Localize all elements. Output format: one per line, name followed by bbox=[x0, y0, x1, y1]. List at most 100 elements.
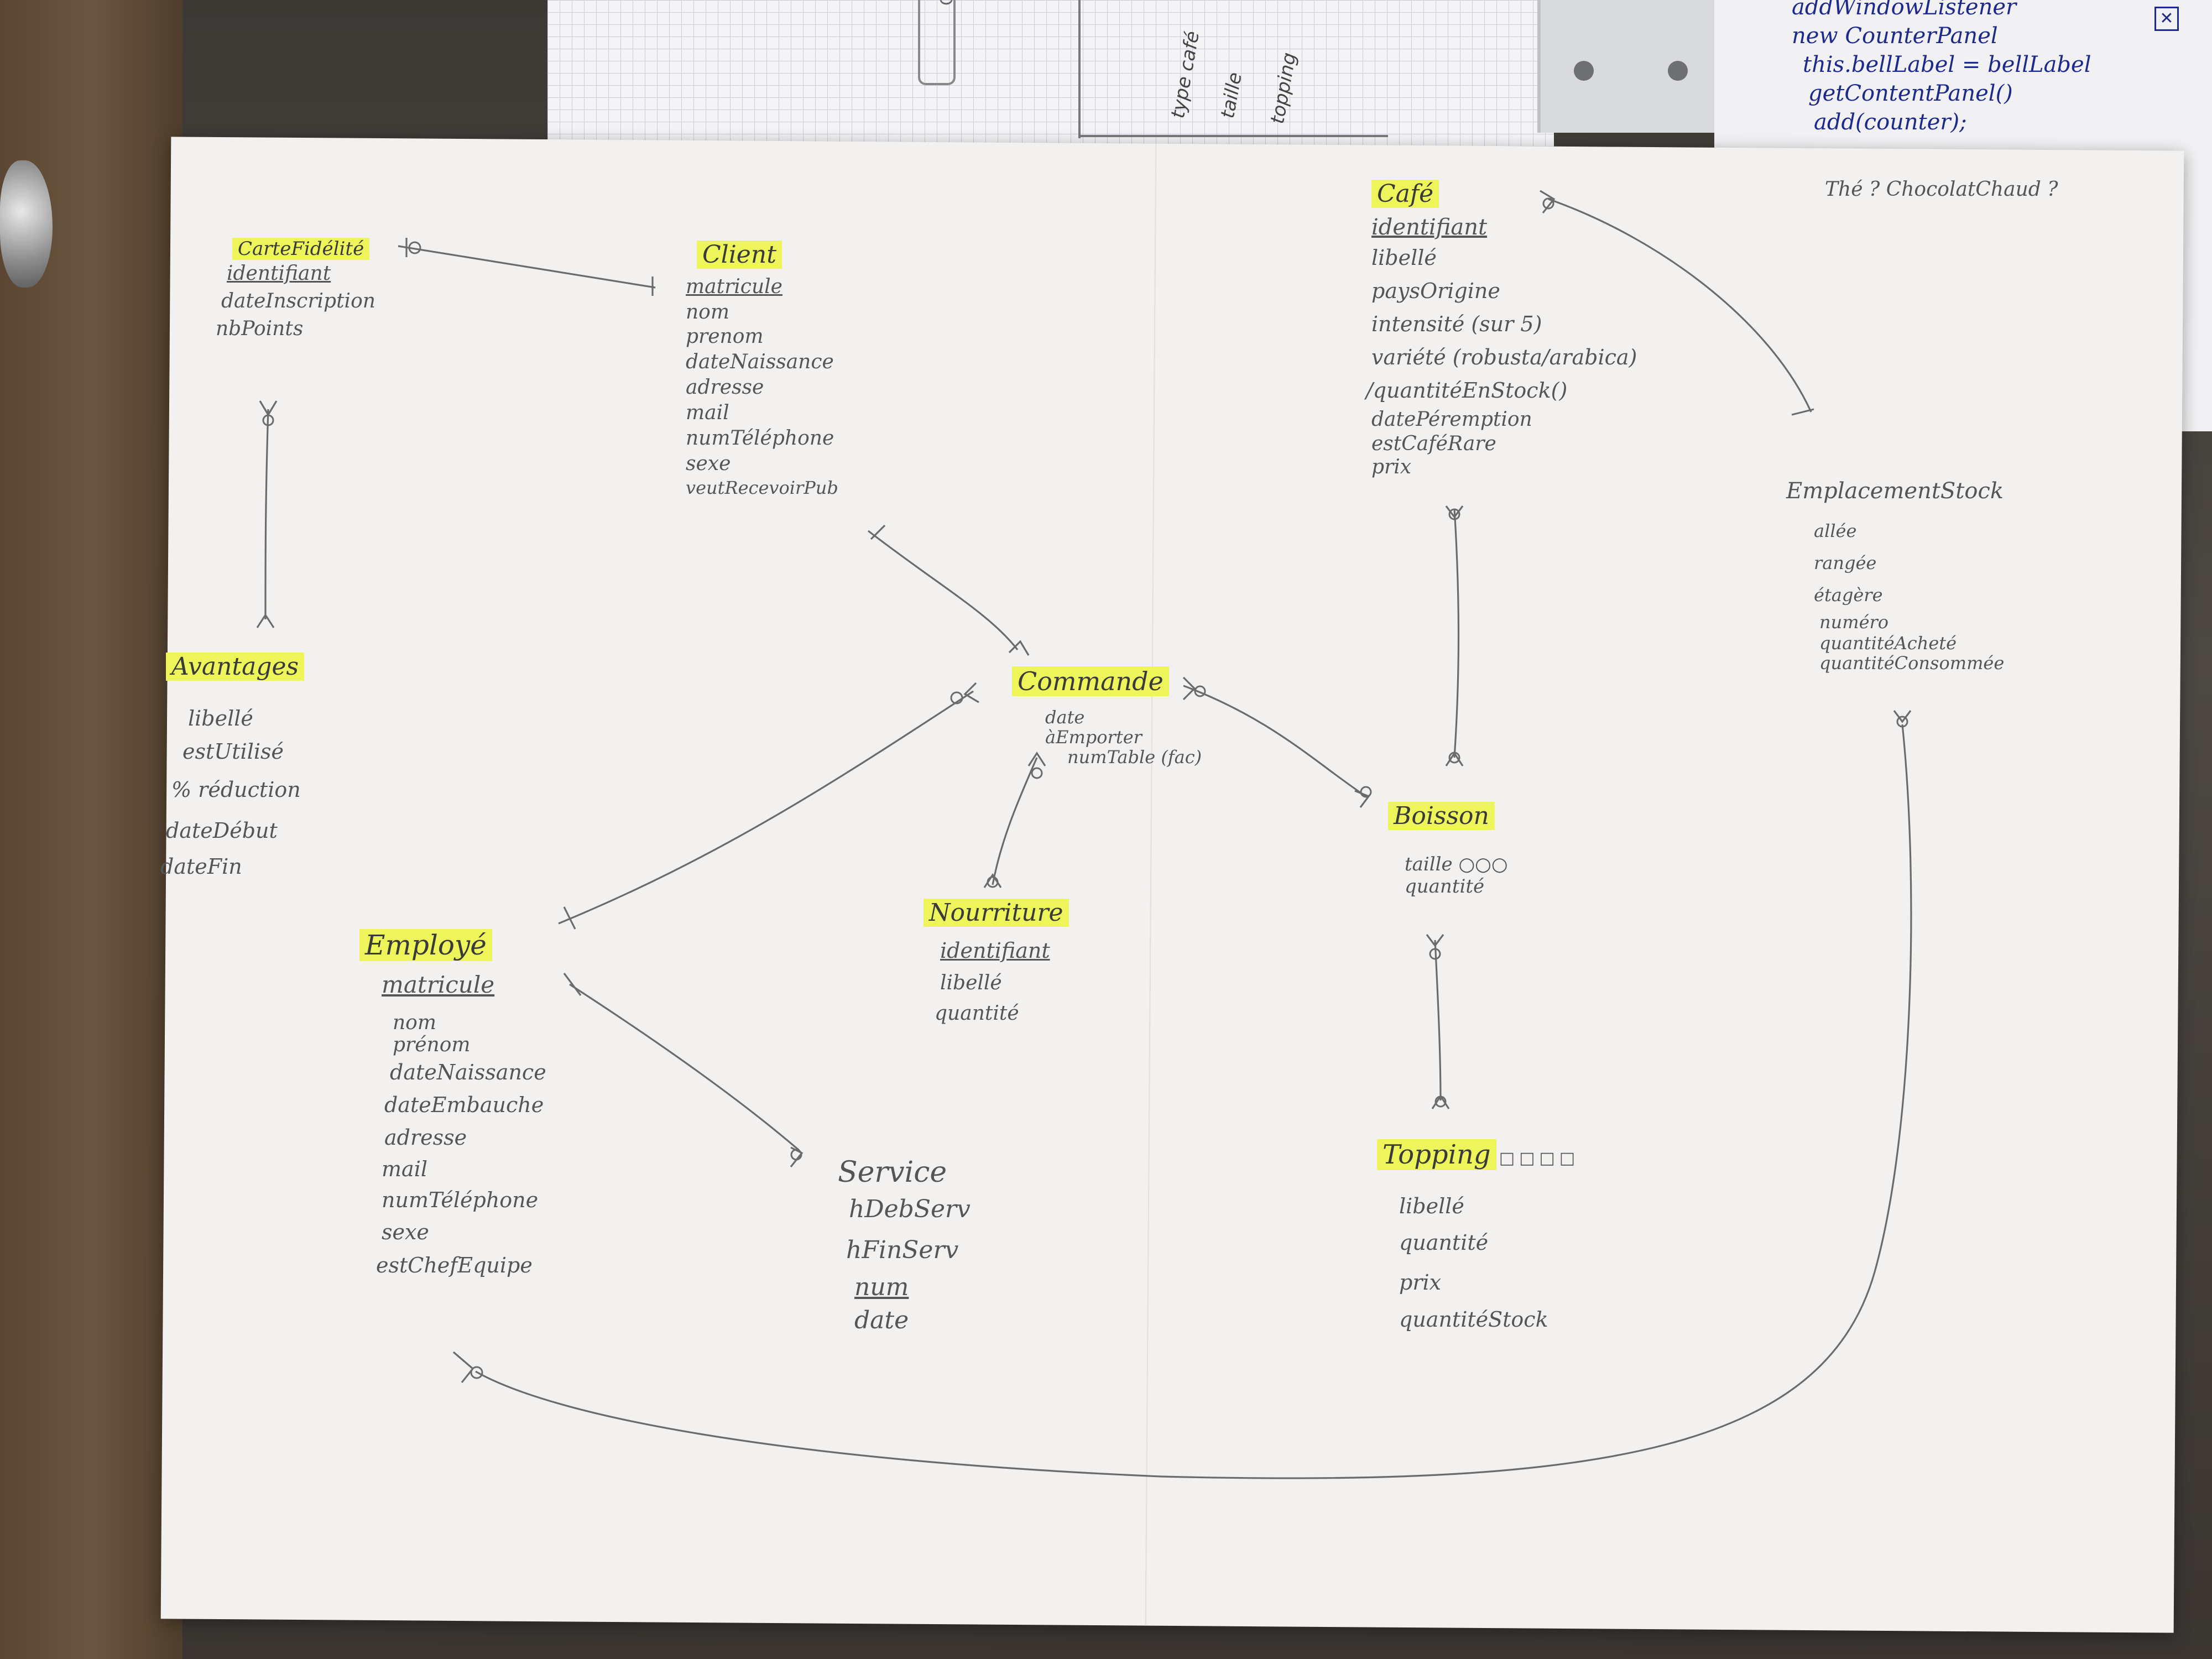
link-cafe-boisson bbox=[1453, 508, 1460, 758]
entity-title: Café bbox=[1371, 180, 1439, 208]
entity-attribute: rangée bbox=[1814, 552, 1877, 573]
entity-attribute: dateDébut bbox=[166, 818, 278, 843]
entity-attribute: quantitéAcheté bbox=[1819, 633, 1957, 654]
link-commande-boisson bbox=[1183, 685, 1366, 797]
grid-paper-sheet: ORD bbox=[547, 0, 1554, 149]
entity-attribute: datePéremption bbox=[1371, 408, 1532, 431]
entity-attribute: adresse bbox=[686, 376, 764, 399]
entity-title: Service bbox=[838, 1156, 947, 1189]
entity-attribute: taille ○○○ bbox=[1405, 853, 1508, 875]
entity-attribute: hFinServ bbox=[846, 1236, 959, 1264]
entity-attribute: numTéléphone bbox=[686, 427, 834, 450]
link-employe-service bbox=[569, 983, 800, 1151]
entity-attribute: sexe bbox=[382, 1220, 429, 1244]
entity-attribute: libellé bbox=[1371, 246, 1437, 270]
entity-attribute: nom bbox=[686, 301, 729, 324]
entity-commande: Commande date àEmporter numTable (fac) bbox=[1012, 666, 1202, 767]
entity-attribute: dateFin bbox=[160, 854, 242, 879]
entity-title: Boisson bbox=[1388, 802, 1495, 830]
link-cafe-emplacement bbox=[1548, 198, 1812, 413]
link-boisson-topping bbox=[1434, 940, 1442, 1101]
entity-attribute: dateNaissance bbox=[686, 351, 834, 373]
entity-attribute: étagère bbox=[1814, 585, 1883, 606]
diagram-note: Thé ? ChocolatChaud ? bbox=[1825, 178, 2058, 201]
binder-ring bbox=[1537, 0, 1723, 133]
entity-attribute: quantité bbox=[1405, 875, 1485, 898]
entity-attribute: dateInscription bbox=[221, 290, 375, 312]
code-line: add(counter); bbox=[1814, 109, 1967, 135]
entity-boisson: Boisson taille ○○○ quantité bbox=[1388, 802, 1508, 896]
entity-topping: Topping □□□□ libellé quantité prix quant… bbox=[1377, 1139, 1579, 1336]
entity-attribute: intensité (sur 5) bbox=[1371, 312, 1542, 336]
entity-attribute: num bbox=[854, 1273, 909, 1301]
entity-attribute: prenom bbox=[686, 325, 764, 348]
entity-attribute: hDebServ bbox=[849, 1195, 971, 1223]
entity-attribute: estUtilisé bbox=[182, 739, 284, 764]
entity-attribute: paysOrigine bbox=[1371, 279, 1500, 303]
entity-attribute: identifiant bbox=[940, 938, 1050, 963]
link-carte-client bbox=[398, 245, 656, 289]
entity-attribute: date bbox=[1045, 707, 1085, 728]
entity-attribute: prénom bbox=[393, 1034, 471, 1056]
topping-boxes: □□□□ bbox=[1499, 1149, 1580, 1168]
entity-carte-fidelite: CarteFidélité identifiant dateInscriptio… bbox=[216, 238, 375, 343]
entity-attribute: % réduction bbox=[171, 778, 301, 802]
entity-attribute: numéro bbox=[1819, 612, 1889, 633]
entity-attribute: nbPoints bbox=[216, 317, 304, 340]
entity-title: Client bbox=[697, 241, 782, 269]
code-line: new CounterPanel bbox=[1792, 23, 1998, 49]
entity-attribute: estChefEquipe bbox=[376, 1253, 533, 1277]
entity-attribute: nom bbox=[393, 1011, 436, 1034]
entity-attribute: identifiant bbox=[1371, 215, 1488, 240]
entity-title: Topping bbox=[1377, 1139, 1496, 1170]
entity-attribute: prix bbox=[1371, 456, 1412, 478]
entity-attribute: dateEmbauche bbox=[384, 1093, 544, 1117]
entity-attribute: àEmporter bbox=[1045, 727, 1142, 748]
entity-attribute: matricule bbox=[382, 971, 495, 998]
entity-title: Employé bbox=[359, 929, 492, 961]
entity-title: EmplacementStock bbox=[1786, 478, 2004, 504]
code-line: getContentPanel() bbox=[1808, 81, 2013, 106]
entity-attribute: mail bbox=[686, 401, 729, 424]
entity-title: Avantages bbox=[166, 653, 305, 681]
link-commande-employe bbox=[558, 690, 974, 925]
entity-attribute: variété (robusta/arabica) bbox=[1371, 345, 1637, 369]
entity-attribute: veutRecevoirPub bbox=[686, 477, 838, 498]
entity-attribute: mail bbox=[382, 1157, 427, 1181]
entity-attribute: numTable (fac) bbox=[1067, 747, 1202, 768]
entity-nourriture: Nourriture identifiant libellé quantité bbox=[924, 899, 1069, 1027]
link-carte-avantages bbox=[264, 409, 269, 620]
entity-attribute: allée bbox=[1814, 520, 1857, 541]
code-line: this.bellLabel = bellLabel bbox=[1803, 52, 2091, 77]
link-client-commande bbox=[868, 530, 1019, 650]
entity-attribute: quantité bbox=[1399, 1230, 1489, 1255]
link-commande-nourriture bbox=[992, 757, 1038, 885]
entity-attribute: prix bbox=[1399, 1270, 1442, 1295]
entity-attribute: /quantitéEnStock() bbox=[1366, 378, 1568, 403]
entity-attribute: matricule bbox=[686, 275, 782, 298]
link-employe-emplacement bbox=[475, 724, 1912, 1479]
entity-attribute: date bbox=[854, 1306, 909, 1334]
entity-client: Client matricule nom prenom dateNaissanc… bbox=[686, 241, 838, 499]
aluminum-foil bbox=[0, 160, 53, 288]
entity-attribute: sexe bbox=[686, 452, 731, 475]
entity-attribute: dateNaissance bbox=[390, 1060, 546, 1084]
entity-attribute: libellé bbox=[188, 706, 253, 731]
entity-attribute: numTéléphone bbox=[382, 1188, 539, 1212]
checkbox-icon: ✕ bbox=[2154, 7, 2179, 31]
code-line: addWindowListener bbox=[1792, 0, 2017, 20]
entity-attribute: quantité bbox=[935, 1002, 1019, 1025]
entity-attribute: libellé bbox=[940, 972, 1002, 994]
entity-attribute: identifiant bbox=[227, 262, 331, 285]
entity-attribute: libellé bbox=[1399, 1194, 1464, 1218]
entity-attribute: estCaféRare bbox=[1371, 432, 1496, 455]
entity-employe: Employé matricule nom prénom dateNaissan… bbox=[359, 929, 546, 1282]
entity-cafe: Café identifiant libellé paysOrigine int… bbox=[1366, 180, 1637, 479]
entity-attribute: quantitéConsommée bbox=[1819, 653, 2005, 674]
entity-avantages: Avantages libellé estUtilisé % réduction… bbox=[160, 653, 305, 882]
entity-title: Nourriture bbox=[924, 899, 1069, 927]
entity-attribute: quantitéStock bbox=[1399, 1307, 1548, 1332]
entity-title: CarteFidélité bbox=[232, 238, 370, 260]
entity-title: Commande bbox=[1012, 666, 1169, 696]
